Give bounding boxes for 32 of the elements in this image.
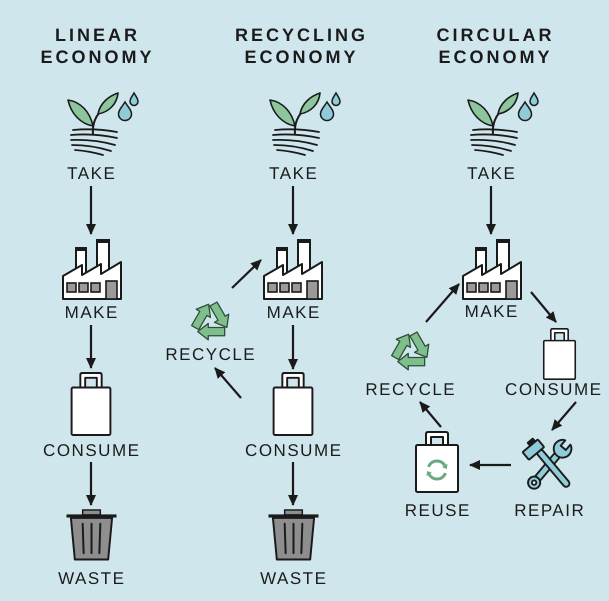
column-heading: LINEAR ECONOMY — [40, 24, 154, 68]
arrow — [419, 401, 442, 428]
arrow — [86, 462, 96, 506]
arrow — [288, 186, 298, 235]
stage-label: CONSUME — [504, 381, 602, 399]
stage-label: TAKE — [66, 165, 116, 183]
arrow — [231, 259, 262, 289]
stage-label: TAKE — [466, 165, 516, 183]
arrow — [86, 325, 96, 369]
arrow — [214, 367, 242, 399]
stage-label: REUSE — [404, 502, 471, 520]
stage-label: RECYCLE — [364, 381, 456, 399]
arrow — [288, 325, 298, 370]
stage-label: CONSUME — [244, 442, 342, 460]
stage-label: REPAIR — [513, 502, 586, 520]
column-heading: CIRCULAR ECONOMY — [436, 24, 554, 68]
arrow — [425, 283, 460, 323]
stage-label: MAKE — [266, 304, 321, 322]
arrow — [551, 401, 577, 431]
stage-label: MAKE — [464, 303, 519, 321]
arrow — [86, 186, 96, 235]
stage-label: WASTE — [259, 570, 328, 588]
stage-label: MAKE — [64, 304, 119, 322]
stage-label: TAKE — [268, 165, 318, 183]
column-heading: RECYCLING ECONOMY — [234, 24, 368, 68]
arrow — [486, 186, 496, 235]
arrow — [469, 460, 511, 470]
arrow — [288, 462, 298, 506]
arrow — [530, 291, 557, 323]
stage-label: CONSUME — [42, 442, 140, 460]
stage-label: WASTE — [57, 570, 126, 588]
stage-label: RECYCLE — [164, 346, 256, 364]
